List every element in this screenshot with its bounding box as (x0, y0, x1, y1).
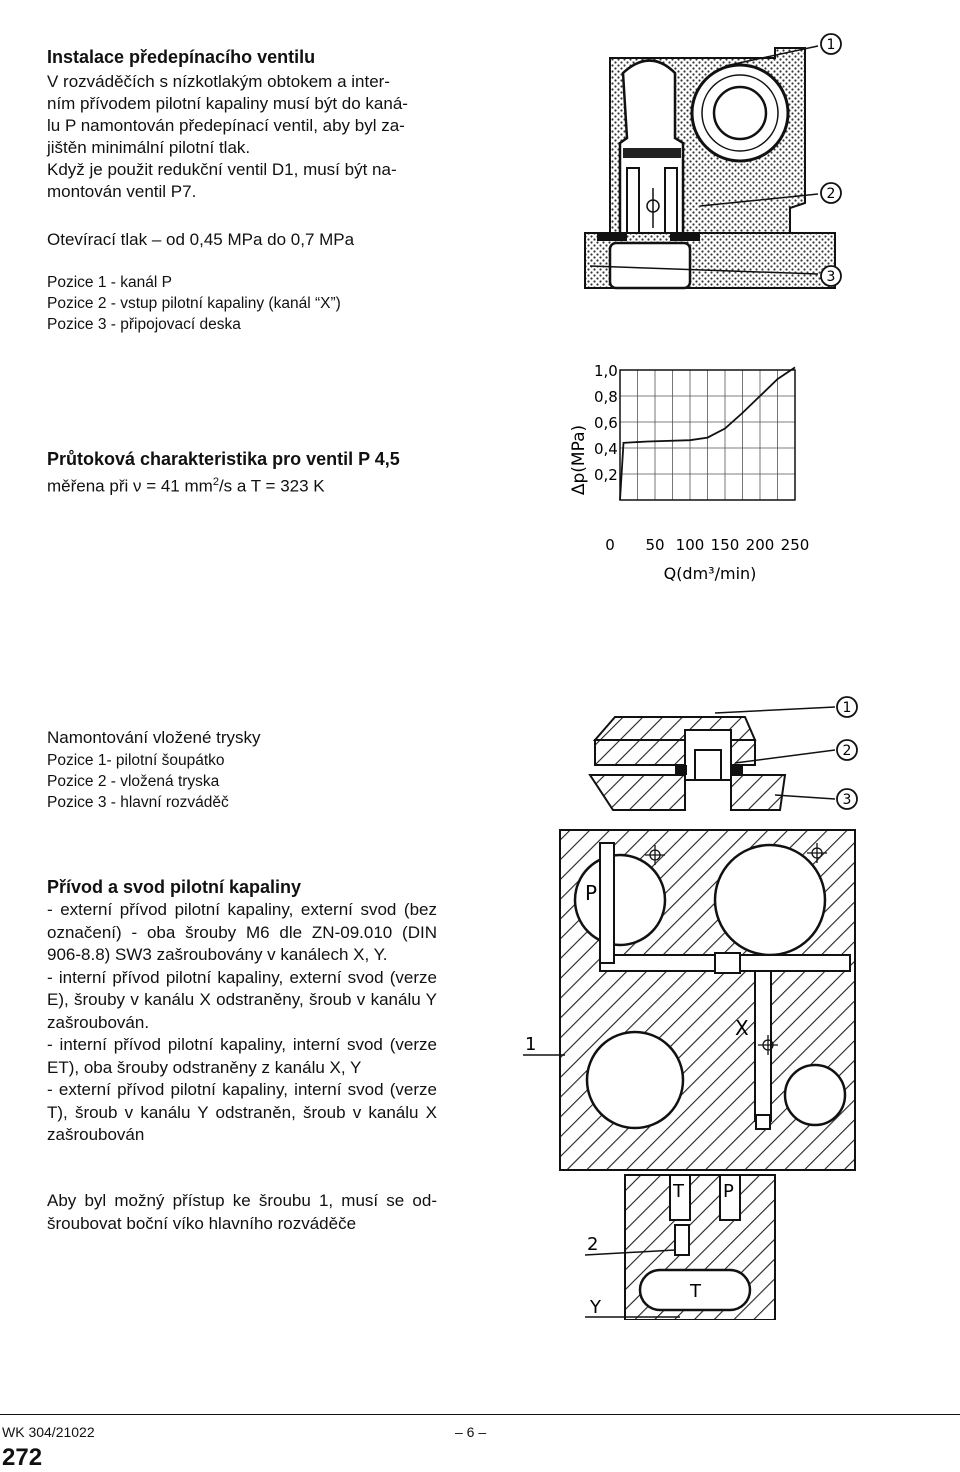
position-item: Pozice 1- pilotní šoupátko (47, 752, 225, 769)
chart-x-axis-label: Q(dm³/min) (664, 564, 757, 583)
intro-line: montován ventil P7. (47, 182, 197, 201)
list-item: - externí přívod pilotní kapaliny, exter… (47, 900, 437, 964)
intro-line: jištěn minimální pilotní tlak. (47, 138, 251, 157)
flow-characteristic-chart: Δp(MPa) Q(dm³/min) 1,0 0,8 0,6 0,4 0,2 0 50 100… (569, 362, 810, 583)
chart-title: Průtoková charakteristika pro ventil P 4… (47, 449, 400, 469)
channel-y-label: Y (589, 1297, 602, 1318)
svg-text:2: 2 (843, 743, 852, 759)
chart-subtitle-unit: /s a T = 323 K (218, 476, 325, 496)
svg-text:2: 2 (827, 186, 836, 202)
footer-rule (0, 1414, 960, 1415)
opening-pressure: Otevírací tlak – od 0,45 MPa do 0,7 MPa (47, 230, 355, 249)
page-mark: – 6 – (455, 1424, 487, 1440)
chart-x-tick-label: 100 (676, 536, 705, 554)
port-x-label: X (735, 1016, 749, 1040)
positions-list-1: Pozice 1 - kanál P Pozice 2 - vstup pilo… (47, 272, 341, 335)
callout-3: 3 (836, 788, 858, 810)
chart-frame (619, 369, 796, 501)
callout-3: 3 (820, 265, 842, 287)
chart-x-tick-label: 50 (645, 536, 664, 554)
pilot-channels-drawing: P X 1 T P T 2 Y (523, 829, 856, 1320)
position-item: Pozice 2 - vstup pilotní kapaliny (kanál… (47, 295, 341, 312)
position-item: Pozice 2 - vložená tryska (47, 773, 220, 790)
port-t-label-lower: T (689, 1281, 702, 1302)
callout-2: 2 (820, 182, 842, 204)
chart-subtitle-text: měřena při ν = 41 mm (47, 476, 213, 496)
chart-y-tick-label: 1,0 (594, 362, 618, 380)
chart-x-tick-label: 250 (781, 536, 810, 554)
chart-x-tick-label: 150 (711, 536, 740, 554)
chart-y-tick-label: 0,2 (594, 466, 618, 484)
chart-series-line (619, 366, 796, 501)
port-p-label: P (585, 881, 597, 905)
section-title-nozzle: Namontování vložené trysky (47, 728, 261, 747)
chart-subtitle-superscript: 2 (212, 476, 219, 488)
chart-subtitle: měřena při ν = 41 mm2/s a T = 323 K (47, 471, 325, 498)
section-title-preload-valve: Instalace předepínacího ventilu (47, 47, 316, 67)
position-item: Pozice 1 - kanál P (47, 274, 172, 291)
intro-paragraph: V rozváděčích s nízkotlakým obtokem a in… (47, 71, 437, 203)
preload-valve-drawing: 1 2 3 (584, 33, 842, 290)
svg-text:1: 1 (843, 700, 852, 716)
intro-line: V rozváděčích s nízkotlakým obtokem a in… (47, 72, 390, 91)
callout-1: 1 (820, 33, 842, 55)
list-item: - interní přívod pilotní kapaliny, exter… (47, 967, 437, 1032)
doc-code: WK 304/21022 (2, 1424, 95, 1440)
port-p-label-lower: P (723, 1181, 734, 1202)
position-item: Pozice 3 - připojovací deska (47, 316, 241, 333)
section-title-pilot-supply: Přívod a svod pilotní kapaliny (47, 877, 302, 897)
chart-y-tick-label: 0,4 (594, 440, 618, 458)
nozzle-drawing: 1 2 3 (588, 696, 858, 811)
svg-text:1: 1 (827, 37, 836, 53)
port-t-label: T (672, 1181, 685, 1202)
intro-line: ním přívodem pilotní kapaliny musí být d… (47, 94, 408, 113)
chart-x-tick-label: 200 (746, 536, 775, 554)
list-item: - externí přívod pilotní kapaliny, inter… (47, 1080, 437, 1144)
positions-list-2: Pozice 1- pilotní šoupátko Pozice 2 - vl… (47, 750, 229, 813)
access-note: Aby byl možný přístup ke šroubu 1, musí … (47, 1191, 437, 1233)
chart-x-tick-label: 0 (605, 536, 615, 554)
intro-line: Když je použit redukční ventil D1, musí … (47, 160, 397, 179)
chart-y-tick-label: 0,6 (594, 414, 618, 432)
item-2-label: 2 (587, 1234, 598, 1255)
list-item: - interní přívod pilotní kapaliny, inter… (47, 1035, 437, 1077)
position-item: Pozice 3 - hlavní rozváděč (47, 794, 229, 811)
chart-y-tick-label: 0,8 (594, 388, 618, 406)
callout-2: 2 (836, 739, 858, 761)
pilot-supply-list: - externí přívod pilotní kapaliny, exter… (47, 899, 437, 1147)
svg-text:3: 3 (827, 269, 836, 285)
page-number: 272 (2, 1444, 43, 1471)
item-1-label: 1 (525, 1034, 536, 1055)
intro-line: lu P namontován předepínací ventil, aby … (47, 116, 405, 135)
callout-1: 1 (836, 696, 858, 718)
chart-y-axis-label: Δp(MPa) (569, 425, 589, 495)
svg-text:3: 3 (843, 792, 852, 808)
